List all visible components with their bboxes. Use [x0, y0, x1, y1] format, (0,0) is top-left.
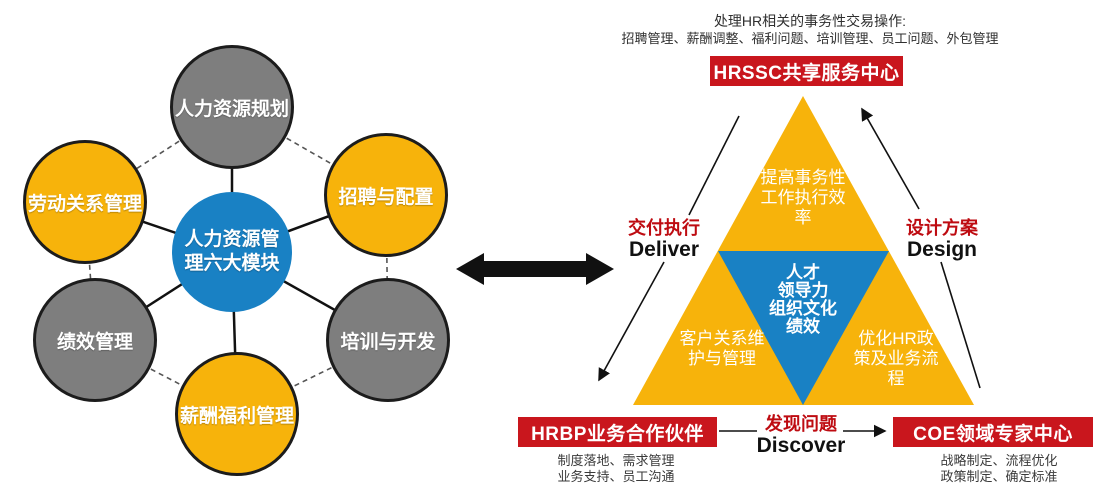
deliver-label-zh: 交付执行 [628, 218, 700, 238]
hrbp-note: 制度落地、需求管理 业务支持、员工沟通 [536, 453, 696, 485]
node-hr-planning-label: 人力资源规划 [174, 98, 289, 120]
node-labor-relations: 劳动关系管理 [23, 140, 147, 264]
double-arrow-icon [456, 253, 614, 285]
design-label-en: Design [906, 238, 977, 261]
node-recruitment: 招聘与配置 [324, 133, 448, 257]
node-performance-label: 绩效管理 [56, 331, 133, 353]
hrbp-note-line2: 业务支持、员工沟通 [557, 469, 675, 484]
discover-label-zh: 发现问题 [765, 414, 837, 434]
pyramid-blue-core-triangle [718, 251, 889, 405]
deliver-label-en: Deliver [628, 238, 700, 261]
design-label-zh: 设计方案 [906, 218, 978, 238]
design-label: 设计方案 Design [887, 218, 997, 261]
node-center-six-modules: 人力资源管 理六大模块 [172, 192, 292, 312]
pyramid-yellow-triangle [633, 96, 974, 405]
hrssc-note-line2: 招聘管理、薪酬调整、福利问题、培训管理、员工问题、外包管理 [621, 31, 999, 46]
hrbp-note-line1: 制度落地、需求管理 [557, 453, 675, 468]
design-arrow [861, 107, 981, 389]
pyramid-top-text: 提高事务性 工作执行效 率 [760, 168, 846, 227]
node-performance: 绩效管理 [33, 278, 157, 402]
hrssc-description-note: 处理HR相关的事务性交易操作: 招聘管理、薪酬调整、福利问题、培训管理、员工问题… [615, 12, 1005, 47]
node-training-label: 培训与开发 [340, 331, 436, 353]
deliver-arrow [598, 115, 740, 382]
node-compensation-label: 薪酬福利管理 [179, 405, 294, 427]
discover-label-en: Discover [756, 434, 846, 457]
node-compensation: 薪酬福利管理 [175, 352, 299, 476]
node-labor-relations-label: 劳动关系管理 [27, 193, 142, 215]
center-label: 人力资源管 理六大模块 [184, 229, 280, 274]
hrbp-banner: HRBP业务合作伙伴 [518, 417, 717, 447]
node-recruitment-label: 招聘与配置 [338, 186, 434, 208]
pyramid-right-text: 优化HR政 策及业务流 程 [853, 329, 939, 388]
coe-banner: COE领域专家中心 [893, 417, 1093, 447]
coe-note-line2: 政策制定、确定标准 [940, 469, 1058, 484]
hrssc-note-line1: 处理HR相关的事务性交易操作: [713, 13, 907, 29]
coe-note-line1: 战略制定、流程优化 [940, 453, 1058, 468]
discover-label: 发现问题 Discover [746, 414, 856, 457]
node-hr-planning: 人力资源规划 [170, 45, 294, 169]
coe-note: 战略制定、流程优化 政策制定、确定标准 [919, 453, 1079, 485]
node-training: 培训与开发 [326, 278, 450, 402]
deliver-label: 交付执行 Deliver [609, 218, 719, 261]
pyramid-left-text: 客户关系维 护与管理 [679, 329, 765, 368]
pyramid-core-text: 人才 领导力 组织文化 绩效 [769, 263, 837, 336]
hrssc-banner: HRSSC共享服务中心 [710, 56, 903, 86]
